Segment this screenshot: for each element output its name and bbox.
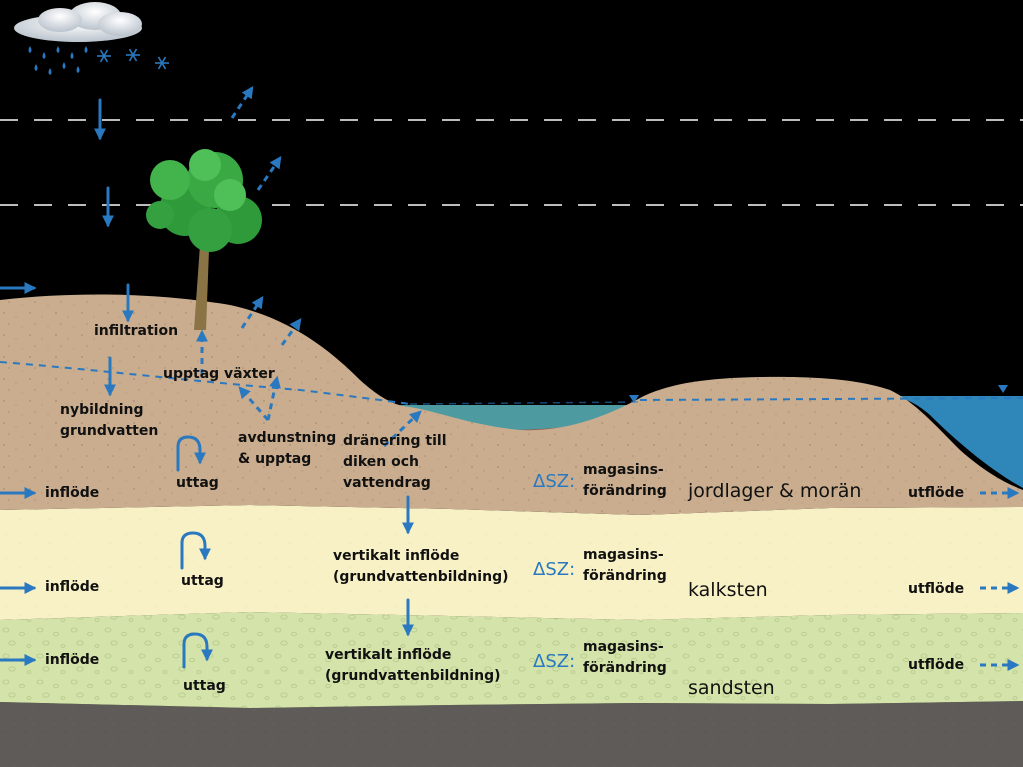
label-magasins-sandstone-line1: magasins-: [583, 639, 664, 655]
layer-name-sandsten: sandsten: [688, 677, 775, 699]
label-dranering-line2: diken och: [343, 454, 419, 470]
label-vertikalt-1-line1: vertikalt inflöde: [333, 548, 460, 564]
label-magasins-sandstone-line2: förändring: [583, 660, 667, 676]
tree-icon: [146, 149, 262, 330]
label-vertikalt-1-line2: (grundvattenbildning): [333, 569, 509, 585]
label-magasins-limestone-line2: förändring: [583, 568, 667, 584]
label-magasins-limestone-line1: magasins-: [583, 547, 664, 563]
label-dranering-line3: vattendrag: [343, 475, 431, 491]
layer-name-jordlager: jordlager & morän: [688, 480, 862, 502]
label-utflode-limestone: utflöde: [908, 581, 965, 597]
label-vertikalt-2-line2: (grundvattenbildning): [325, 668, 501, 684]
limestone-layer: [0, 505, 1023, 620]
lake-water: [895, 396, 1023, 488]
label-avdunstning-line2: & upptag: [238, 451, 312, 467]
soil-moraine-layer: [0, 294, 1023, 515]
atmosphere-boundaries: [0, 119, 1023, 206]
label-magasins-soil-line2: förändring: [583, 483, 667, 499]
label-inflode-limestone: inflöde: [45, 579, 100, 595]
label-utflode-sandstone: utflöde: [908, 657, 965, 673]
dsz-sandstone: ΔSZ:: [533, 651, 576, 672]
label-inflode-sandstone: inflöde: [45, 652, 100, 668]
label-avdunstning-line1: avdunstning: [238, 430, 337, 446]
water-level-marker: [629, 395, 639, 403]
dashed-flow-arrows: [196, 86, 1020, 671]
sandstone-layer: [0, 612, 1023, 708]
label-uttag-limestone: uttag: [181, 573, 224, 589]
dsz-soil: ΔSZ:: [533, 471, 576, 492]
groundwater-table-2: [409, 401, 641, 405]
label-upptag-vaxter: upptag växter: [163, 366, 275, 382]
flow-arrows: [0, 98, 414, 669]
label-utflode-soil: utflöde: [908, 485, 965, 501]
label-magasins-soil-line1: magasins-: [583, 462, 664, 478]
label-vertikalt-2-line1: vertikalt inflöde: [325, 647, 452, 663]
cloud-rain-snow-icon: [14, 2, 169, 75]
label-nybildning-line2: grundvatten: [60, 423, 159, 439]
label-uttag-soil: uttag: [176, 475, 219, 491]
bedrock-layer: [0, 701, 1023, 767]
water-level-marker-lake: [998, 385, 1008, 393]
label-nybildning-line1: nybildning: [60, 402, 144, 418]
label-dranering-line1: dränering till: [343, 433, 447, 449]
label-inflode-soil: inflöde: [45, 485, 100, 501]
label-infiltration: infiltration: [94, 323, 179, 339]
label-uttag-sandstone: uttag: [183, 678, 226, 694]
dsz-limestone: ΔSZ:: [533, 559, 576, 580]
layer-name-kalksten: kalksten: [688, 579, 768, 601]
